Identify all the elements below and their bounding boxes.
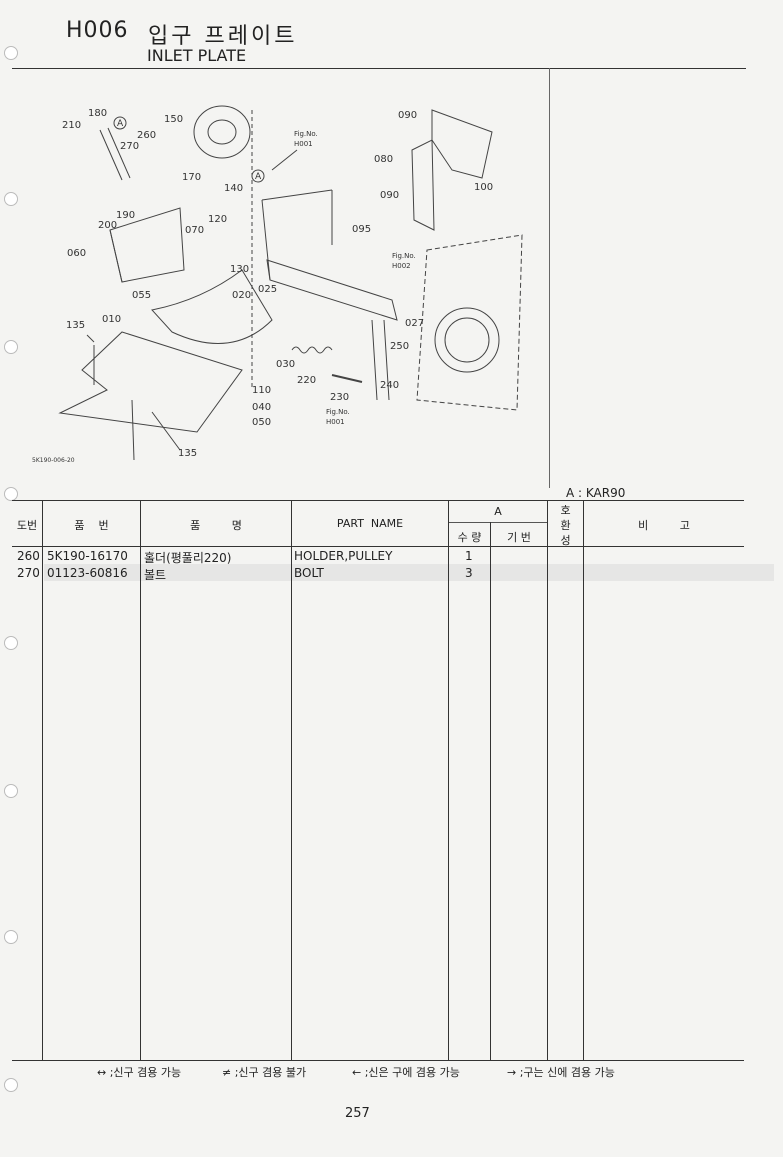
callout-095: 095 <box>352 224 371 235</box>
exploded-parts-diagram: 210 180 150 260 270 170 140 190 200 120 … <box>32 105 523 464</box>
col-remarks: 비 고 <box>638 519 690 532</box>
callout-027: 027 <box>405 318 424 329</box>
frame-beam <box>266 259 398 321</box>
fig-ref-h002: H002 <box>392 262 411 270</box>
pulley <box>193 105 251 159</box>
base-plate <box>58 331 243 433</box>
col-part-name: PART NAME <box>336 517 404 530</box>
callout-260: 260 <box>137 130 156 141</box>
callout-070: 070 <box>185 225 204 236</box>
callout-140: 140 <box>224 183 243 194</box>
callout-210: 210 <box>62 120 81 131</box>
callout-270: 270 <box>120 141 139 152</box>
col-name-korean: 품 명 <box>190 519 242 532</box>
callout-200: 200 <box>98 220 117 231</box>
legend-interchangeable: ↔ ;신구 겸용 가능 <box>97 1066 182 1079</box>
callout-050: 050 <box>252 417 271 428</box>
callout-180: 180 <box>88 108 107 119</box>
callout-150: 150 <box>164 114 183 125</box>
row-ref-no: 260 <box>17 549 40 563</box>
curved-plate <box>151 269 273 344</box>
rear-panel <box>416 234 523 411</box>
callout-135-bottom: 135 <box>178 448 197 459</box>
callout-040: 040 <box>252 402 271 413</box>
callout-120: 120 <box>208 214 227 225</box>
col-compat-3: 성 <box>560 534 571 547</box>
callout-055: 055 <box>132 290 151 301</box>
diagram-image-code: 5K190-006-20 <box>32 457 75 464</box>
callout-010: 010 <box>102 314 121 325</box>
marker-a-top: A <box>117 119 124 129</box>
callout-025: 025 <box>258 284 277 295</box>
diagram-divider <box>549 68 550 488</box>
fig-ref-h001-bottom: H001 <box>326 418 345 426</box>
legend-new-to-old: ← ;신은 구에 겸용 가능 <box>352 1066 460 1079</box>
section-title-korean: 입구 프레이트 <box>148 24 298 49</box>
header-rule <box>12 68 746 69</box>
col-compat-2: 환 <box>560 519 571 532</box>
row-part-no: 01123-60816 <box>47 566 128 580</box>
callout-250: 250 <box>390 341 409 352</box>
callout-170: 170 <box>182 172 201 183</box>
row-highlight <box>44 564 774 581</box>
fig-label-1: Fig.No. <box>294 130 318 138</box>
col-ref-no: 도번 <box>16 519 38 532</box>
callout-080: 080 <box>374 154 393 165</box>
callout-130: 130 <box>230 264 249 275</box>
row-name-korean: 볼트 <box>144 568 167 582</box>
callout-230: 230 <box>330 392 349 403</box>
fig-ref-h001-top: H001 <box>294 140 313 148</box>
callout-090-mid: 090 <box>380 190 399 201</box>
section-code: H006 <box>66 18 129 43</box>
marker-a-frame: A <box>255 172 262 182</box>
model-note: A : KAR90 <box>566 486 626 500</box>
page-number: 257 <box>345 1106 370 1121</box>
fig-label-3: Fig.No. <box>326 408 350 416</box>
row-name-korean: 홀더(평풀리220) <box>144 551 232 565</box>
callout-135-top: 135 <box>66 320 85 331</box>
callout-110: 110 <box>252 385 271 396</box>
row-part-name: HOLDER,PULLEY <box>294 549 393 563</box>
callout-220: 220 <box>297 375 316 386</box>
callout-030: 030 <box>276 359 295 370</box>
callout-190: 190 <box>116 210 135 221</box>
legend-old-to-new: → ;구는 신에 겸용 가능 <box>507 1066 615 1079</box>
col-group-a: A <box>494 505 502 518</box>
col-base-no: 기 번 <box>507 531 531 544</box>
legend-not-interchangeable: ≠ ;신구 겸용 불가 <box>222 1066 307 1079</box>
row-part-name: BOLT <box>294 566 324 580</box>
callout-090-top: 090 <box>398 110 417 121</box>
col-part-no: 품 번 <box>74 519 109 532</box>
fig-label-2: Fig.No. <box>392 252 416 260</box>
col-quantity: 수 량 <box>457 531 482 544</box>
callout-060: 060 <box>67 248 86 259</box>
section-title-english: INLET PLATE <box>147 46 247 65</box>
row-part-no: 5K190-16170 <box>47 549 128 563</box>
row-quantity: 3 <box>465 566 473 580</box>
callout-240: 240 <box>380 380 399 391</box>
row-ref-no: 270 <box>17 566 40 580</box>
row-quantity: 1 <box>465 549 473 563</box>
bracket-plate <box>431 109 493 179</box>
callout-020: 020 <box>232 290 251 301</box>
spring <box>291 346 333 354</box>
callout-100: 100 <box>474 182 493 193</box>
col-compat-1: 호 <box>560 504 571 517</box>
